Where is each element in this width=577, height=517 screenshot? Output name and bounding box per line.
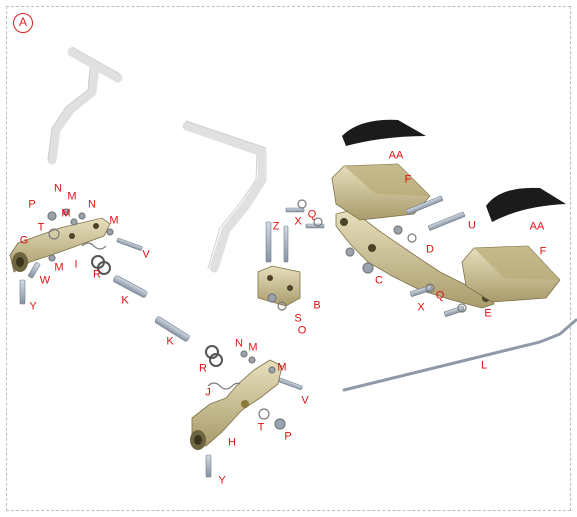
label-t-2: T bbox=[257, 421, 265, 434]
ghost-pedal-left-edge bbox=[47, 46, 121, 161]
label-r-1: R bbox=[93, 268, 101, 281]
label-aa-1: AA bbox=[388, 149, 404, 162]
pedal-pad-f-right bbox=[461, 245, 561, 303]
label-v-1: V bbox=[142, 248, 150, 261]
springs bbox=[81, 242, 241, 390]
diagram-frame bbox=[6, 6, 571, 511]
rubber-pad-aa-right bbox=[486, 187, 566, 222]
label-o: O bbox=[297, 324, 307, 337]
label-q-1: Q bbox=[307, 208, 317, 221]
lever-h bbox=[190, 359, 283, 450]
label-y-2: Y bbox=[218, 474, 226, 487]
label-s: S bbox=[294, 312, 302, 325]
label-t-1: T bbox=[37, 221, 45, 234]
label-x-2: X bbox=[417, 301, 425, 314]
label-m-2: M bbox=[61, 207, 71, 220]
bracket-g bbox=[9, 217, 111, 273]
rod-l bbox=[342, 318, 577, 392]
label-y-1: Y bbox=[29, 300, 37, 313]
label-m-4: M bbox=[54, 261, 64, 274]
label-n-2: N bbox=[88, 198, 96, 211]
label-f-2: F bbox=[539, 245, 547, 258]
label-g: G bbox=[19, 234, 29, 247]
ghost-pedal-right bbox=[182, 121, 267, 273]
ghost-pedal-right-edge bbox=[185, 120, 267, 269]
label-p-2: P bbox=[284, 430, 292, 443]
label-k-2: K bbox=[166, 335, 174, 348]
diagram-badge: A bbox=[13, 13, 33, 33]
label-aa-2: AA bbox=[529, 220, 545, 233]
label-q-2: Q bbox=[435, 289, 445, 302]
label-m-1: M bbox=[67, 190, 77, 203]
label-w: W bbox=[39, 274, 51, 287]
label-v-2: V bbox=[301, 394, 309, 407]
label-e: E bbox=[484, 307, 492, 320]
label-n-3: N bbox=[235, 337, 243, 350]
label-d: D bbox=[426, 243, 434, 256]
nuts-washers bbox=[47, 199, 467, 430]
label-p-1: P bbox=[28, 198, 36, 211]
rubber-pad-aa-top bbox=[342, 119, 426, 146]
ghost-pedal-left bbox=[47, 47, 123, 165]
label-x-1: X bbox=[294, 215, 302, 228]
label-r-2: R bbox=[199, 362, 207, 375]
label-m-5: M bbox=[248, 341, 258, 354]
label-m-6: M bbox=[277, 361, 287, 374]
bolts bbox=[19, 195, 466, 478]
label-f-1: F bbox=[404, 173, 412, 186]
block-b bbox=[257, 265, 301, 307]
label-z: Z bbox=[272, 220, 280, 233]
label-m-3: M bbox=[109, 214, 119, 227]
label-j: J bbox=[205, 386, 211, 399]
label-i: I bbox=[74, 258, 78, 271]
label-n-1: N bbox=[54, 182, 62, 195]
label-c: C bbox=[375, 274, 383, 287]
label-l: L bbox=[480, 359, 488, 372]
label-h: H bbox=[228, 436, 236, 449]
label-u: U bbox=[468, 219, 476, 232]
label-b: B bbox=[313, 299, 321, 312]
label-k-1: K bbox=[121, 294, 129, 307]
pedal-pad-f-top bbox=[331, 163, 431, 221]
